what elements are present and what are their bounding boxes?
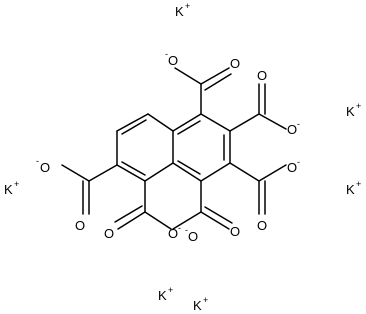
counter-ion-1: K + [175, 1, 190, 19]
carbonyl-oxygen: O [75, 218, 85, 233]
carbonyl-oxygen: O [230, 56, 240, 71]
anion-oxygen: O [168, 226, 178, 241]
ring-bonds [116, 113, 231, 182]
carboxylate-bottom-right-bonds [172, 180, 233, 230]
potassium-symbol: K [158, 288, 167, 303]
charge-symbol: + [356, 101, 361, 111]
counter-ion-4: K + [346, 179, 361, 197]
carboxylate-bottom-right-labels: - O O [185, 224, 240, 244]
charge-symbol: - [185, 225, 188, 235]
counter-ion-5: K + [158, 285, 173, 303]
anion-oxygen: O [287, 160, 297, 175]
potassium-symbol: K [175, 4, 184, 19]
charge-symbol: + [356, 179, 361, 189]
counter-ion-2: K + [346, 101, 361, 119]
anion-oxygen: O [188, 229, 198, 244]
counter-ion-3: K + [4, 179, 19, 197]
carbonyl-oxygen: O [257, 68, 267, 83]
carboxylate-top-labels: - O O [165, 49, 240, 71]
charge-symbol: - [178, 223, 181, 233]
counter-ion-6: K + [193, 295, 208, 313]
carboxylate-left-bonds [61, 164, 118, 215]
charge-symbol: + [203, 295, 208, 305]
charge-symbol: - [36, 156, 39, 166]
charge-symbol: + [185, 1, 190, 11]
carboxylate-lower-right-labels: O - O [257, 157, 300, 233]
carboxylate-left-labels: - O O [36, 156, 85, 233]
carboxylate-upper-right-labels: O O - [257, 68, 300, 137]
carbonyl-oxygen: O [257, 218, 267, 233]
potassium-symbol: K [346, 104, 355, 119]
potassium-symbol: K [4, 182, 13, 197]
carbonyl-oxygen: O [230, 224, 240, 239]
anion-oxygen: O [287, 122, 297, 137]
charge-symbol: - [165, 49, 168, 59]
charge-symbol: + [14, 179, 19, 189]
charge-symbol: + [168, 285, 173, 295]
anion-oxygen: O [40, 160, 50, 175]
potassium-symbol: K [346, 182, 355, 197]
anion-oxygen: O [168, 53, 178, 68]
charge-symbol: - [297, 157, 300, 167]
carboxylate-bottom-left-labels: O O - [104, 223, 181, 241]
carboxylate-lower-right-bonds [229, 162, 287, 215]
charge-symbol: - [297, 119, 300, 129]
potassium-symbol: K [193, 298, 202, 313]
carbonyl-oxygen: O [104, 226, 114, 241]
carboxylate-upper-right-bonds [229, 83, 287, 132]
carboxylate-bottom-left-bonds [114, 180, 172, 230]
carboxylate-top-bonds [174, 67, 232, 115]
